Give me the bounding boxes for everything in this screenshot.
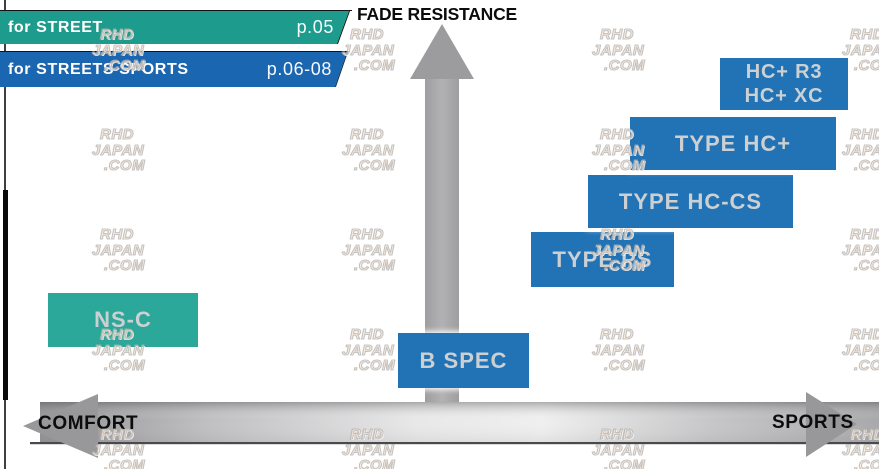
banner-for-streets-sports-page: p.06-08 — [266, 59, 332, 79]
page-left-rule-bold — [3, 190, 8, 400]
right-arrowhead-icon — [806, 392, 857, 457]
fade-resistance-axis-label: FADE RESISTANCE — [357, 4, 518, 24]
horizontal-axis-baseline — [30, 442, 879, 445]
product-label: TYPE HC-CS — [618, 188, 763, 214]
product-box-ns-c: NS-C — [48, 293, 198, 347]
sports-banner-top-edge — [0, 50, 350, 53]
banner-for-street-page: p.05 — [296, 17, 334, 37]
comfort-axis-label: COMFORT — [38, 413, 139, 434]
product-box-type-ps: TYPE PS — [531, 232, 674, 287]
product-box-type-hc-cs: TYPE HC-CS — [588, 175, 793, 228]
product-label: HC+ R3 — [745, 61, 823, 83]
banner-for-street-label: for STREET — [8, 18, 103, 36]
product-box-b-spec: B SPEC — [398, 333, 529, 388]
product-label: B SPEC — [419, 347, 508, 373]
product-label: TYPE PS — [552, 246, 653, 272]
banner-for-streets-sports-label: for STREETS SPORTS — [8, 60, 189, 78]
banner-for-streets-sports: for STREETS SPORTS p.06-08 — [0, 52, 347, 87]
product-box-type-hc: TYPE HC+ — [630, 117, 836, 170]
product-label: HC+ XC — [744, 85, 824, 107]
product-label: TYPE HC+ — [674, 130, 792, 156]
product-label: NS-C — [94, 307, 152, 332]
street-banner-top-edge — [0, 10, 352, 12]
left-arrowhead-icon — [23, 394, 98, 458]
up-arrowhead-icon — [410, 24, 474, 79]
banner-for-street: for STREET p.05 — [0, 11, 349, 44]
sports-axis-label: SPORTS — [772, 412, 854, 433]
